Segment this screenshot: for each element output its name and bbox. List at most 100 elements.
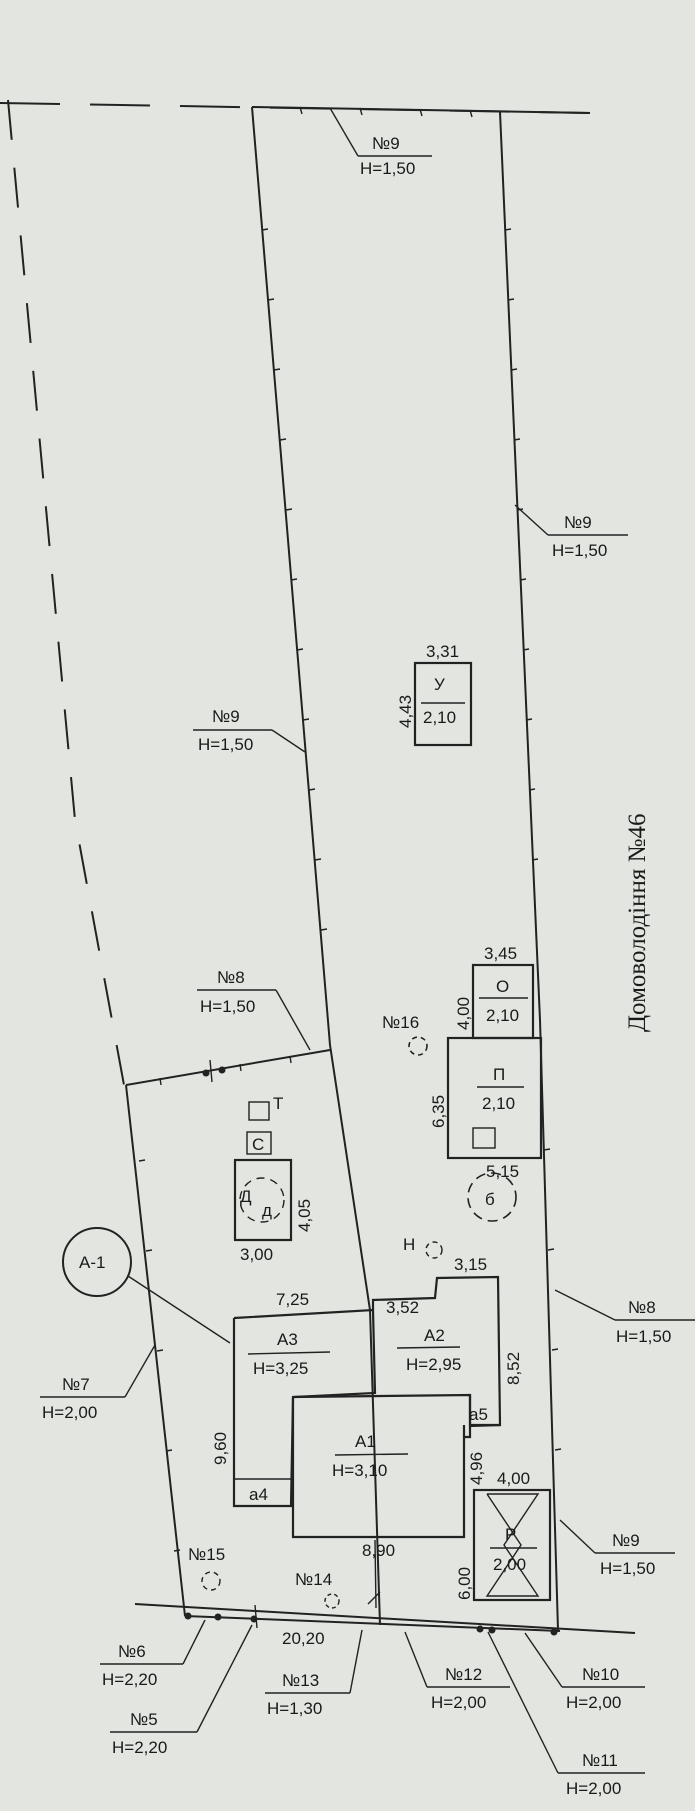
- svg-text:H=2,00: H=2,00: [42, 1403, 97, 1422]
- porch-marker: [472, 1127, 496, 1149]
- toilet-t-label: Т: [273, 1094, 283, 1113]
- building-d-depth: 4,05: [295, 1199, 314, 1232]
- well-16-icon: [408, 1036, 428, 1056]
- building-u-height: 2,10: [423, 708, 456, 727]
- building-u-name: У: [434, 675, 445, 694]
- building-p-depth: 6,35: [429, 1095, 448, 1128]
- svg-text:H=1,50: H=1,50: [600, 1559, 655, 1578]
- porch-b-name: б: [485, 1190, 495, 1209]
- right-fence-line: [499, 111, 559, 1631]
- svg-text:H=2,00: H=2,00: [566, 1693, 621, 1712]
- building-a3-width: 7,25: [276, 1290, 309, 1309]
- dashed-boundary-line: [7, 99, 125, 1086]
- fence-callout-front-12: №12 H=2,00: [404, 1631, 510, 1712]
- well-15-icon: [201, 1571, 221, 1591]
- building-r-depth: 6,00: [455, 1567, 474, 1600]
- svg-text:№8: №8: [628, 1298, 656, 1317]
- svg-text:H=2,00: H=2,00: [566, 1779, 621, 1798]
- left-fence-line: [251, 106, 381, 1626]
- svg-text:H=2,20: H=2,20: [112, 1738, 167, 1757]
- front-boundary-line: [134, 1603, 636, 1634]
- west-fence-line: [125, 1084, 186, 1617]
- a1-offset-dim: 8,90: [362, 1541, 395, 1560]
- building-o-name: О: [496, 977, 509, 996]
- building-o: [471, 963, 535, 1040]
- building-o-depth: 4,00: [454, 997, 473, 1030]
- building-u-depth: 4,43: [396, 695, 415, 728]
- building-d-circle: [239, 1177, 285, 1223]
- svg-text:№9: №9: [372, 134, 400, 153]
- fence-callout-front-10: №10 H=2,00: [524, 1632, 645, 1712]
- fence-callout-front-13: №13 H=1,30: [265, 1629, 363, 1718]
- building-r: [472, 1488, 552, 1602]
- svg-text:№9: №9: [212, 707, 240, 726]
- neighbor-label: Домоволодіння №46: [624, 814, 651, 1032]
- svg-text:№6: №6: [118, 1642, 146, 1661]
- fence-ticks: [138, 106, 562, 1552]
- building-a1-height: H=3,10: [332, 1461, 387, 1480]
- building-a2-width2: 3,15: [454, 1255, 487, 1274]
- building-a3-height: H=3,25: [253, 1359, 308, 1378]
- building-a2-height: H=2,95: [406, 1355, 461, 1374]
- building-a5-name: а5: [469, 1405, 488, 1424]
- fence-callout-front-6: №6 H=2,20: [100, 1619, 206, 1689]
- svg-text:№9: №9: [564, 513, 592, 532]
- well-14-label: №14: [295, 1570, 332, 1589]
- fence-callout-left-upper: №9 H=1,50: [193, 707, 306, 754]
- svg-text:H=1,50: H=1,50: [360, 159, 415, 178]
- building-o-height: 2,10: [486, 1006, 519, 1025]
- building-a1-depth: 4,96: [467, 1452, 486, 1485]
- point-n-label: Н: [403, 1235, 415, 1254]
- building-p: [446, 1036, 543, 1160]
- structure-c-box: [246, 1131, 272, 1155]
- building-a4-name: а4: [249, 1485, 268, 1504]
- building-u: [413, 661, 473, 747]
- fence-callout-front-5: №5 H=2,20: [110, 1624, 253, 1757]
- building-p-name: П: [493, 1065, 505, 1084]
- svg-text:H=1,50: H=1,50: [200, 997, 255, 1016]
- building-a2-name: А2: [424, 1326, 445, 1345]
- building-a1-name: А1: [355, 1432, 376, 1451]
- building-d-sub: д: [262, 1201, 272, 1220]
- building-a2-width: 3,52: [386, 1298, 419, 1317]
- well-14-icon: [324, 1593, 340, 1609]
- svg-text:H=1,30: H=1,30: [267, 1699, 322, 1718]
- svg-text:№5: №5: [130, 1710, 158, 1729]
- porch-b-dim: 5,15: [486, 1162, 519, 1181]
- fence-callout-front-11: №11 H=2,00: [487, 1631, 645, 1798]
- well-15-label: №15: [188, 1545, 225, 1564]
- building-r-name: Р: [505, 1525, 516, 1544]
- svg-text:№8: №8: [217, 968, 245, 987]
- svg-text:№13: №13: [282, 1671, 319, 1690]
- svg-text:№11: №11: [582, 1751, 618, 1770]
- building-a2-depth: 8,52: [504, 1352, 523, 1385]
- fence-callout-right-lower: №9 H=1,50: [559, 1519, 675, 1578]
- building-p-height: 2,10: [482, 1094, 515, 1113]
- svg-text:H=2,20: H=2,20: [102, 1670, 157, 1689]
- building-d: [233, 1158, 293, 1242]
- inner-fence-line: [125, 1049, 331, 1086]
- building-d-width: 3,00: [240, 1245, 273, 1264]
- building-a3-depth: 9,60: [211, 1432, 230, 1465]
- fence-nodes: [184, 1066, 558, 1636]
- svg-text:№9: №9: [612, 1531, 640, 1550]
- front-width-dim: 20,20: [282, 1629, 325, 1648]
- structure-c-label: С: [252, 1135, 264, 1154]
- toilet-t-box: [248, 1101, 270, 1121]
- svg-text:H=1,50: H=1,50: [552, 541, 607, 560]
- building-r-width: 4,00: [497, 1469, 530, 1488]
- fence-callout-west: №7 H=2,00: [40, 1344, 156, 1422]
- building-a3-name: А3: [277, 1330, 298, 1349]
- well-16-label: №16: [382, 1013, 419, 1032]
- svg-text:H=1,50: H=1,50: [198, 735, 253, 754]
- front-fence-line: [184, 1615, 561, 1632]
- point-n-icon: [425, 1241, 443, 1259]
- svg-text:H=1,50: H=1,50: [616, 1327, 671, 1346]
- fence-callout-right-middle: №8 H=1,50: [554, 1289, 695, 1346]
- building-r-height: 2,00: [493, 1555, 526, 1574]
- fence-callout-top: №9 H=1,50: [329, 107, 432, 178]
- building-o-width: 3,45: [484, 944, 517, 963]
- section-a1-label: А-1: [79, 1253, 105, 1272]
- fence-callout-inner: №8 H=1,50: [197, 968, 311, 1051]
